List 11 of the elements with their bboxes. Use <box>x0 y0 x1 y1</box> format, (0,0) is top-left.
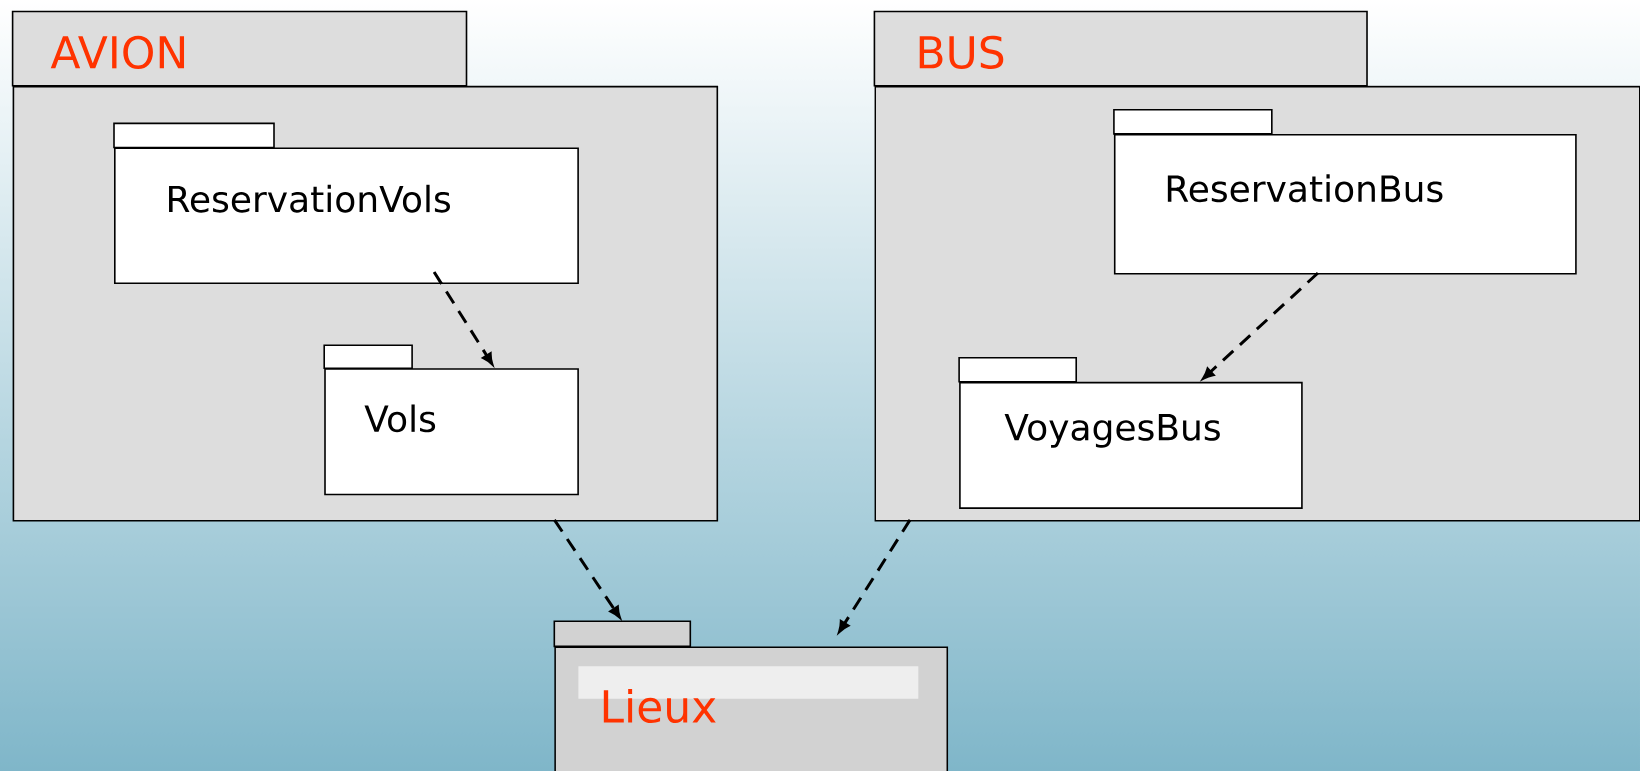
dependency-arrow <box>1202 271 1319 380</box>
dependency-arrow <box>553 519 621 619</box>
node-label: AVION <box>50 35 185 69</box>
package-box: ReservationBus <box>1113 109 1577 275</box>
node-label: BUS <box>919 35 1004 69</box>
dependency-arrow <box>432 271 494 365</box>
package-box: Lieux <box>553 620 949 771</box>
package-box: Vols <box>323 344 579 496</box>
package-box: VoyagesBus <box>958 356 1303 509</box>
package-box: ReservationVols <box>113 122 579 284</box>
dependency-arrow <box>838 519 912 633</box>
